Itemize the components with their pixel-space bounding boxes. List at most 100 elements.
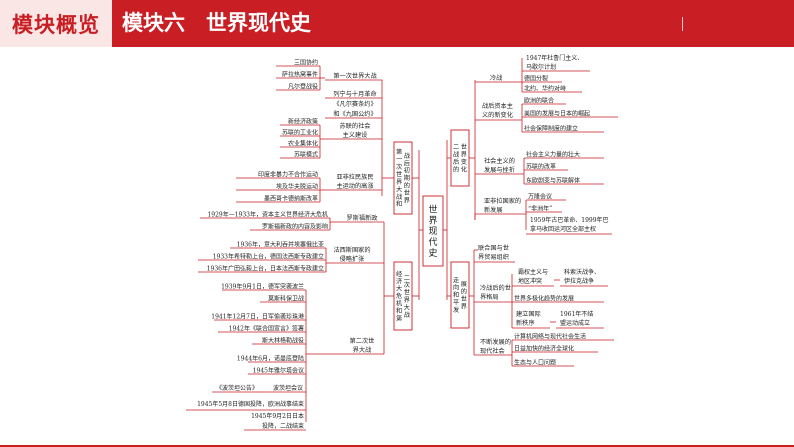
- leaf-item: 盟运动成立: [560, 319, 590, 327]
- topic-cold-war: 冷战: [490, 74, 503, 82]
- topic-national-movements: 亚非拉民族民: [336, 173, 373, 181]
- leaf-item: 1939年9月1日，德军突袭波兰: [221, 283, 304, 291]
- topic-new-deal: 罗斯福新政: [347, 214, 378, 222]
- center-topic-label: 世界现代史: [428, 204, 437, 259]
- leaf-item: 三国协约: [294, 59, 318, 67]
- topic-lenin-october-revolution: 列宁与十月革命: [333, 90, 376, 98]
- module-overview-badge: 模块概览: [0, 0, 112, 47]
- leaf-item: 苏联的工业化: [282, 129, 318, 137]
- leaf-item: 1929年—1933年，资本主义世界经济大危机: [207, 211, 328, 219]
- leaf-item: 斯大林格勒战役: [262, 337, 304, 345]
- topic-modern-society: 现代社会: [480, 347, 505, 355]
- left-branch-1-label: 战后初期的世界: [404, 152, 411, 205]
- right-branch-2-box: [450, 261, 470, 329]
- leaf-item: 日益加快的经济全球化: [514, 345, 574, 353]
- topic-fascist-expansion: 法西斯国家的: [333, 246, 370, 254]
- leaf-item: 莫斯科保卫战: [268, 295, 304, 303]
- leaf-item: 1936年广田弘毅上台，日本法西斯专政建立: [207, 265, 324, 273]
- topic-third-world: 新发展: [484, 206, 503, 214]
- right-branch-2-label: 走向和平发: [453, 277, 459, 314]
- leaf-item: 1959年古巴革命、1999年巴: [530, 216, 609, 224]
- topic-new-order: 建立国际: [516, 310, 541, 318]
- leaf-item: 印度非暴力不合作运动: [258, 171, 318, 179]
- leaf-item: 北约、华约对峙: [524, 85, 566, 93]
- topic-treaties: 《凡尔赛条约》: [333, 100, 376, 108]
- leaf-item: 1961年不结: [560, 310, 593, 318]
- leaf-item: 罗斯福新政的内容及影响: [262, 223, 328, 231]
- leaf-item: 拿马收回运河区全部主权: [530, 225, 596, 233]
- leaf-item: 萨拉热窝事件: [282, 71, 318, 79]
- leaf-item: “非洲年”: [528, 205, 552, 213]
- leaf-item: 墨西哥卡德纳斯改革: [264, 195, 318, 203]
- leaf-item: 凡尔登战役: [288, 83, 318, 91]
- leaf-item: 计算机网络与现代社会生活: [514, 333, 586, 341]
- leaf-item: 苏联模式: [294, 151, 318, 159]
- leaf-item: 农业集体化: [288, 140, 318, 148]
- leaf-item: 社会保障制度的建立: [524, 125, 578, 133]
- leaf-item: 生态与人口问题: [514, 359, 556, 367]
- leaf-item: 霸权主义与: [518, 268, 548, 276]
- topic-soviet-construction: 主义建设: [343, 131, 368, 139]
- topic-socialism: 社会主义的: [484, 157, 515, 165]
- footer-bar: [0, 445, 794, 447]
- leaf-item: 1936年，意大利吞并埃塞俄比亚: [237, 241, 324, 249]
- leaf-item: 苏联的改革: [526, 163, 556, 171]
- leaf-potsdam-conference: 波茨坦会议: [273, 384, 303, 392]
- leaf-item: 投降，二战结束: [262, 422, 304, 430]
- leaf-item: 1942年《联合国宣言》签署: [229, 325, 304, 333]
- right-branch-1-box: [450, 129, 470, 187]
- topic-socialism: 发展与挫折: [484, 166, 515, 174]
- leaf-item: 1945年雅尔塔会议: [253, 367, 304, 375]
- leaf-item: 1944年6月，诺曼底登陆: [237, 355, 304, 363]
- header-bar: 模块概览 模块六 世界现代史: [0, 0, 794, 47]
- topic-national-movements: 主运动的高涨: [336, 182, 373, 190]
- left-branch-1-box: [393, 141, 413, 215]
- leaf-item: 东欧剧变与苏联解体: [526, 177, 580, 185]
- right-branch-1-label: 二战后的: [453, 144, 460, 173]
- leaf-item: 德国分裂: [524, 75, 548, 83]
- leaf-item: 伊拉克战争: [564, 277, 594, 285]
- topic-post-cold-war: 界格局: [480, 293, 499, 301]
- topic-soviet-construction: 苏联的社会: [340, 122, 371, 130]
- leaf-item: 1945年9月2日日本: [251, 412, 304, 420]
- topic-fascist-expansion: 侵略扩张: [340, 255, 366, 263]
- left-branch-2-label: 二次世界大战: [404, 275, 411, 319]
- topic-first-world-war: 第一次世界大战: [333, 72, 377, 80]
- topic-treaties: 和《九国公约》: [333, 110, 376, 118]
- right-branch-1-label: 世界变化: [461, 143, 467, 173]
- topic-third-world: 亚非拉国家的: [484, 197, 521, 205]
- topic-un-wto: 界贸易组织: [478, 253, 509, 261]
- leaf-item: 美国的发展与日本的崛起: [524, 110, 590, 118]
- leaf-item: 地区冲突: [518, 277, 542, 285]
- left-branch-2-label: 经济大危机和第: [396, 270, 403, 323]
- topic-postwar-capitalism: 战后资本主: [482, 102, 513, 110]
- leaf-item: 1947年杜鲁门主义、: [526, 54, 583, 62]
- leaf-item: 世界多极化趋势的发展: [514, 295, 574, 303]
- right-branch-2-label: 展的世界: [461, 281, 467, 310]
- left-branch-2-box: [393, 261, 413, 331]
- left-branch-1-label: 第一次世界大战和: [396, 148, 403, 208]
- topic-un-wto: 联合国与世: [478, 244, 509, 252]
- topic-modern-society: 不断发展的: [480, 338, 511, 346]
- leaf-item: 1945年5月8日德国投降，欧洲战事结束: [197, 400, 304, 408]
- leaf-item: 1941年12月7日，日军偷袭珍珠港: [211, 313, 304, 321]
- leaf-item: 万隆会议: [528, 193, 552, 201]
- module-overview-label: 模块概览: [12, 12, 100, 37]
- leaf-item: 1933年希特勒上台，德国法西斯专政建立: [213, 253, 324, 261]
- leaf-item: 科索沃战争、: [564, 268, 600, 276]
- leaf-item: 马歇尔计划: [526, 63, 556, 71]
- leaf-item: 新经济政策: [288, 118, 318, 126]
- topic-postwar-capitalism: 义的新变化: [482, 111, 513, 119]
- header-divider: [682, 17, 683, 31]
- leaf-item: 埃及华夫脱运动: [276, 183, 318, 191]
- leaf-item: 社会主义力量的壮大: [526, 151, 580, 159]
- topic-second-world-war: 界大战: [353, 346, 372, 354]
- center-topic-box: [422, 195, 444, 267]
- topic-second-world-war: 第二次世: [350, 337, 375, 345]
- leaf-item: 欧洲的联合: [524, 97, 554, 105]
- topic-new-order: 新秩序: [516, 319, 535, 327]
- module-title: 模块六 世界现代史: [122, 11, 311, 35]
- leaf-item: 《波茨坦公告》: [216, 384, 258, 392]
- topic-post-cold-war: 冷战后的世: [480, 284, 511, 292]
